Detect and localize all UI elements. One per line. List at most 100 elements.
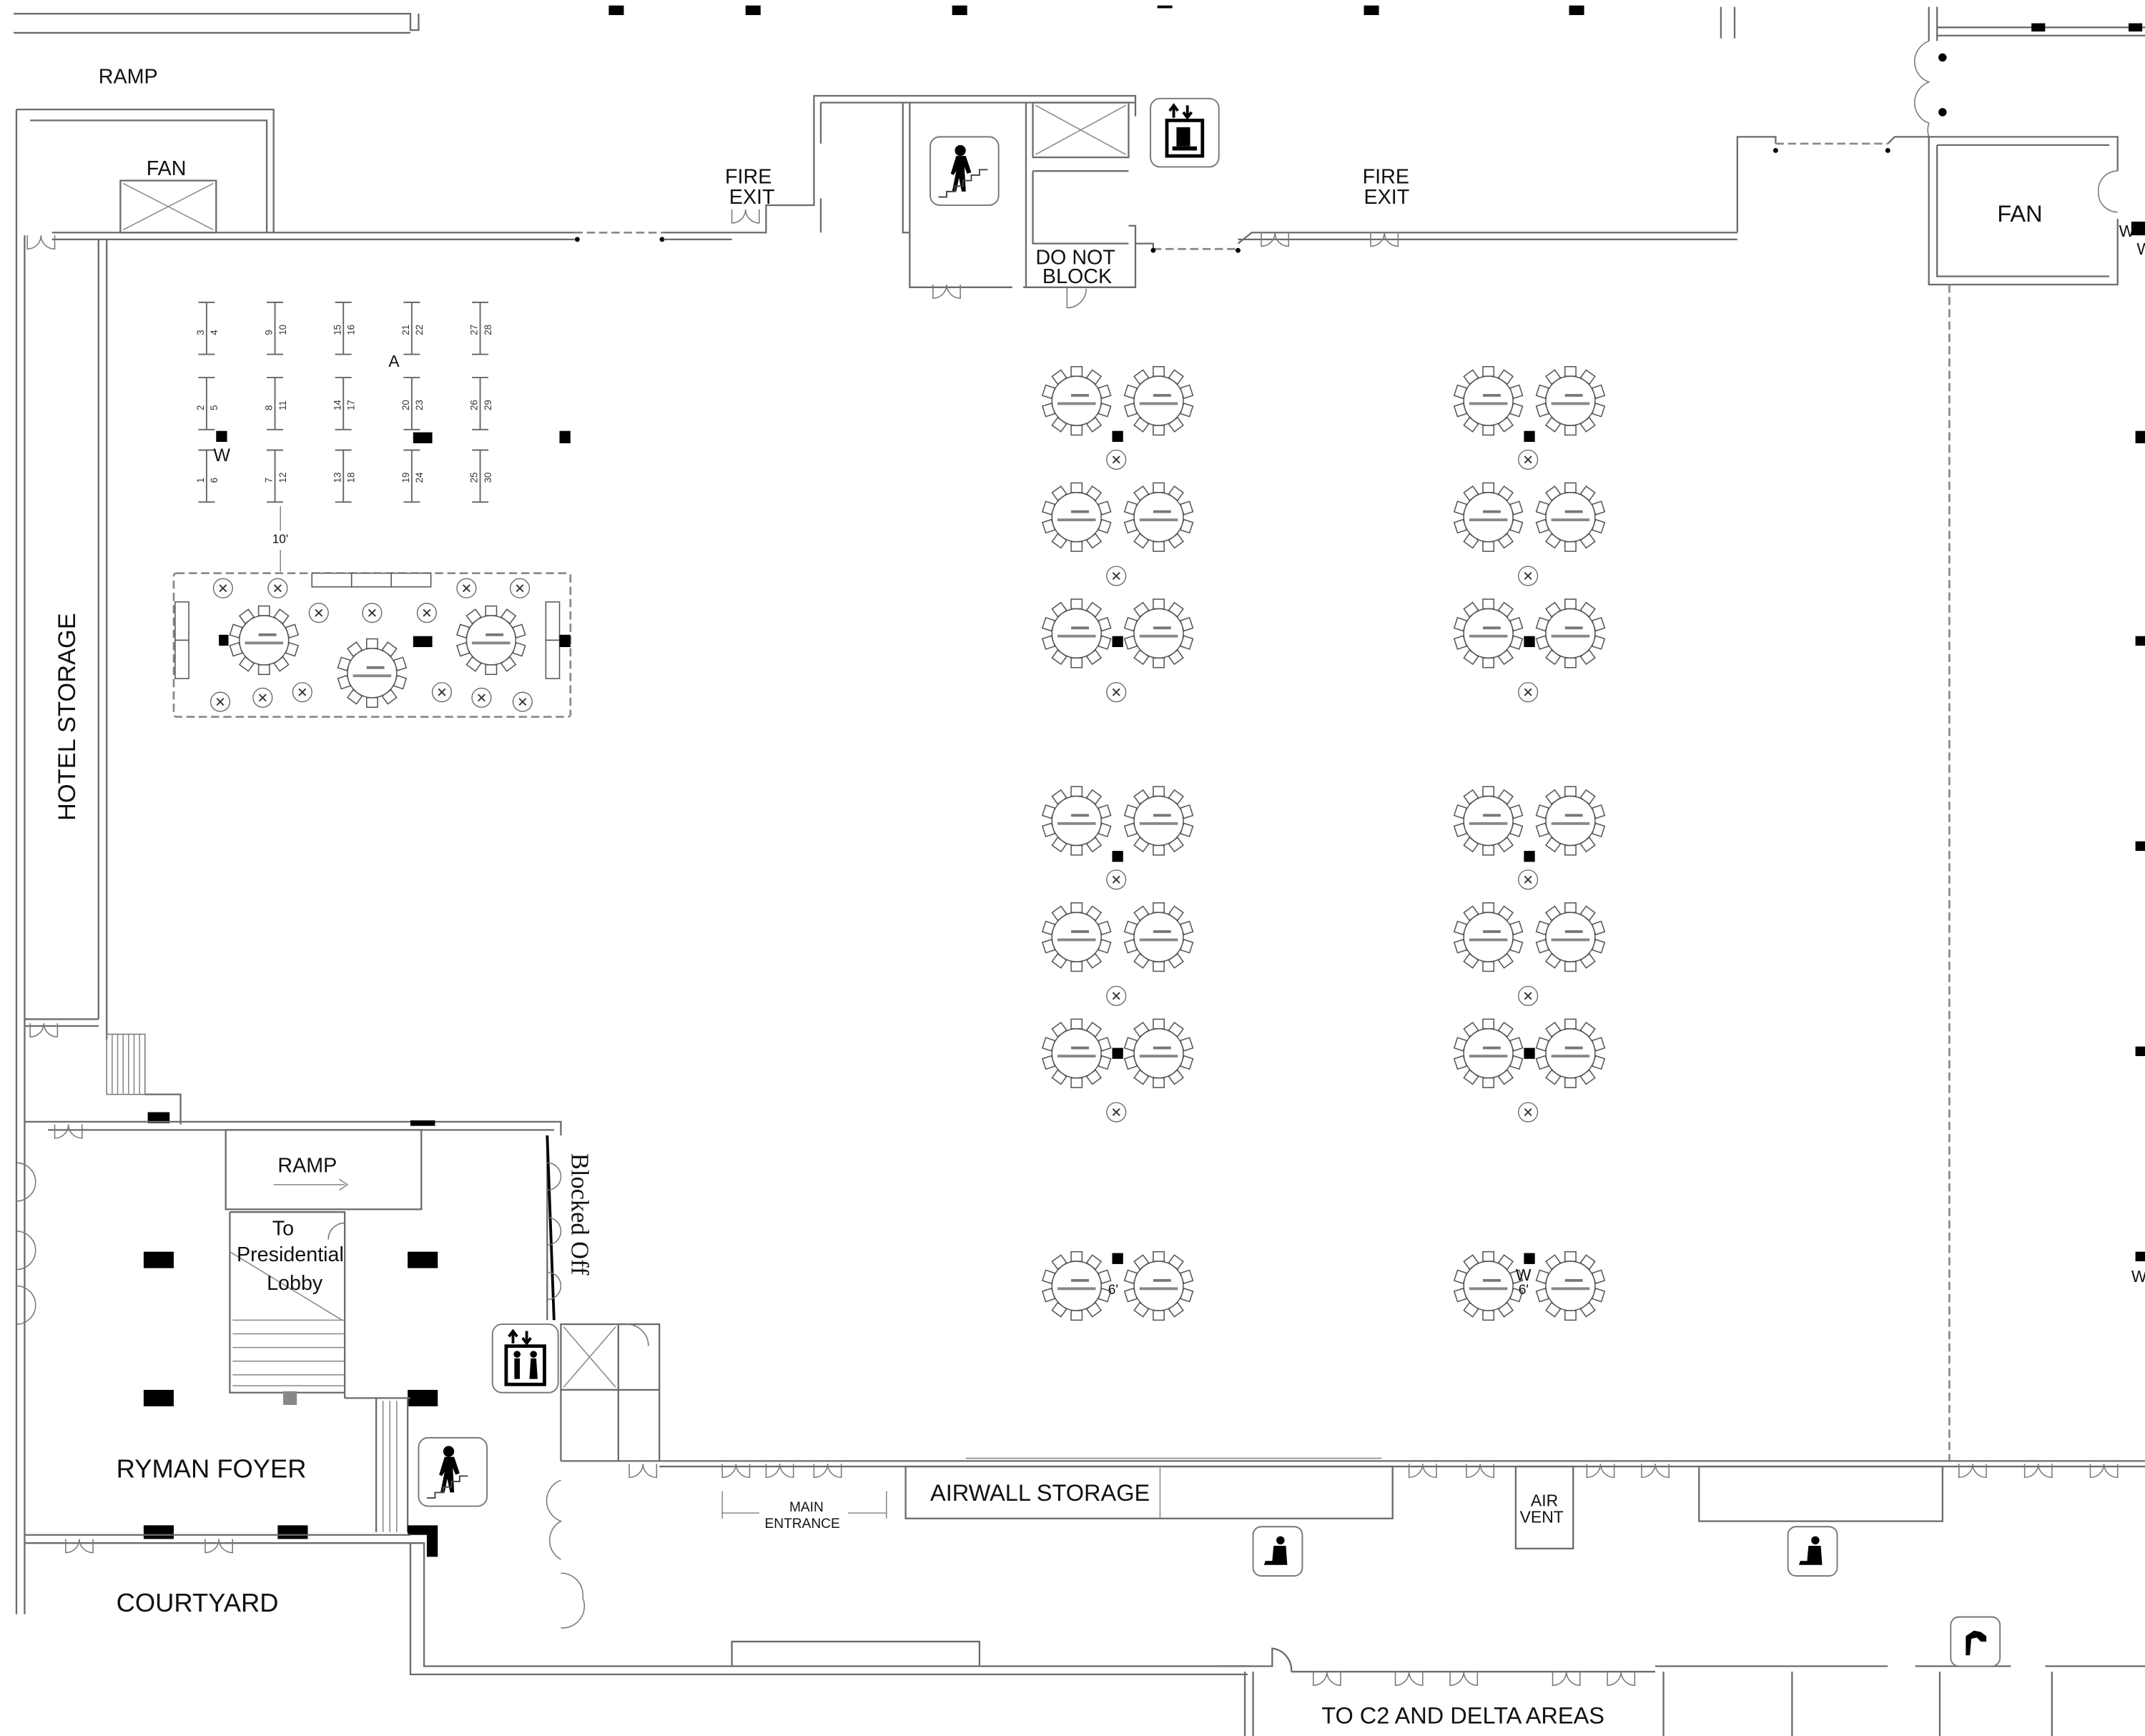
round-banquet-table xyxy=(1123,1251,1194,1321)
cocktail-table xyxy=(1517,869,1539,890)
booth-number: 5 xyxy=(209,405,220,410)
column xyxy=(1112,430,1123,443)
column xyxy=(413,432,433,443)
hotel-storage-label: HOTEL STORAGE xyxy=(54,613,81,821)
cocktail-table xyxy=(1105,566,1127,586)
main-entrance-label-2: ENTRANCE xyxy=(765,1516,840,1532)
elevator-shaft-foyer xyxy=(560,1323,661,1461)
cocktail-table xyxy=(1105,449,1127,470)
corridor-doors xyxy=(546,1479,586,1629)
round-banquet-table xyxy=(1041,786,1112,856)
booth-number: 9 xyxy=(264,330,275,335)
to-c2-label: TO C2 AND DELTA AREAS xyxy=(1321,1703,1604,1729)
booth-number: 13 xyxy=(332,473,342,483)
stairs-icon xyxy=(418,1436,488,1507)
dim-6ft-label: 6' xyxy=(1108,1283,1118,1298)
booth-number: 11 xyxy=(277,400,288,410)
booth-number: 15 xyxy=(332,325,342,335)
drinking-fountain-icon xyxy=(1950,1616,2001,1667)
round-banquet-table xyxy=(1041,482,1112,553)
round-banquet-table xyxy=(1535,786,1606,856)
round-banquet-table xyxy=(1123,482,1194,553)
blocked-off-label: Blocked Off xyxy=(566,1153,593,1276)
booth-number: 18 xyxy=(346,473,357,483)
round-banquet-table xyxy=(1453,482,1524,553)
cocktail-table xyxy=(1105,869,1127,890)
booth-number: 3 xyxy=(195,330,206,335)
to-presidential-label-2: Presidential xyxy=(237,1243,344,1266)
round-banquet-table xyxy=(1453,1251,1524,1321)
booth-number: 7 xyxy=(264,478,275,483)
booth-number: 8 xyxy=(264,405,275,410)
columns-top-edge xyxy=(608,5,1584,16)
column xyxy=(1112,851,1123,862)
column xyxy=(1524,1253,1535,1264)
cocktail-table xyxy=(1105,1102,1127,1123)
ramp-label-foyer: RAMP xyxy=(277,1155,337,1178)
fire-exit-right-label: FIRE xyxy=(1363,165,1409,188)
column xyxy=(559,430,571,443)
column xyxy=(1112,1253,1123,1264)
booth-number: 2 xyxy=(195,405,206,410)
edge-w-label-3: W xyxy=(2131,1267,2145,1286)
round-banquet-table xyxy=(1123,786,1194,856)
top-left-structure xyxy=(14,13,732,1614)
round-banquet-table xyxy=(1041,365,1112,436)
fire-exit-left-label: FIRE xyxy=(725,165,771,188)
booth-number: 10 xyxy=(277,325,288,335)
stairs-icon xyxy=(930,136,1000,206)
cocktail-table xyxy=(1517,985,1539,1007)
column xyxy=(216,430,227,443)
round-banquet-table xyxy=(1453,365,1524,436)
edge-w-label-1: W xyxy=(2119,222,2135,240)
booth-number: 20 xyxy=(400,400,411,410)
column xyxy=(1524,851,1535,862)
booth-number: 29 xyxy=(483,400,493,410)
water-marker: W xyxy=(213,445,230,465)
round-banquet-table xyxy=(1453,1018,1524,1089)
hotel-storage-corridor xyxy=(24,239,182,1125)
cocktail-table xyxy=(1105,985,1127,1007)
cocktail-table xyxy=(1517,566,1539,586)
round-banquet-table xyxy=(1453,598,1524,669)
booth-number: 16 xyxy=(346,325,357,335)
column xyxy=(1112,1047,1123,1059)
air-vent-label-2: VENT xyxy=(1520,1507,1564,1526)
booth-number: 21 xyxy=(400,325,411,335)
booth-divider: 13 18 xyxy=(332,449,357,503)
round-banquet-table xyxy=(1123,598,1194,669)
booth-number: 22 xyxy=(414,325,425,335)
stair-core-top xyxy=(731,94,1737,309)
booth-number: 27 xyxy=(469,325,480,335)
round-banquet-table xyxy=(1453,902,1524,972)
ramp-label-top: RAMP xyxy=(99,66,158,89)
booth-number: 19 xyxy=(400,473,411,483)
booth-number: 28 xyxy=(483,325,493,335)
cocktail-table xyxy=(1517,1102,1539,1123)
do-not-block-label-2: BLOCK xyxy=(1042,265,1112,288)
fan-label-right: FAN xyxy=(1997,201,2042,227)
booth-number: 23 xyxy=(414,400,425,410)
freight-elevator-icon xyxy=(1150,97,1220,168)
booth-number: 4 xyxy=(209,330,220,335)
round-banquet-table xyxy=(1041,902,1112,972)
air-vent-label: AIR xyxy=(1531,1491,1558,1510)
column xyxy=(1524,1047,1535,1059)
airwall-storage-label: AIRWALL STORAGE xyxy=(930,1480,1150,1506)
cocktail-table xyxy=(1517,449,1539,470)
telephone-icon xyxy=(1787,1526,1838,1577)
round-banquet-table xyxy=(1535,902,1606,972)
booth-number: 24 xyxy=(414,472,425,483)
round-banquet-table xyxy=(1123,1018,1194,1089)
reception-area xyxy=(172,572,572,718)
booth-area-marker: A xyxy=(388,352,400,370)
